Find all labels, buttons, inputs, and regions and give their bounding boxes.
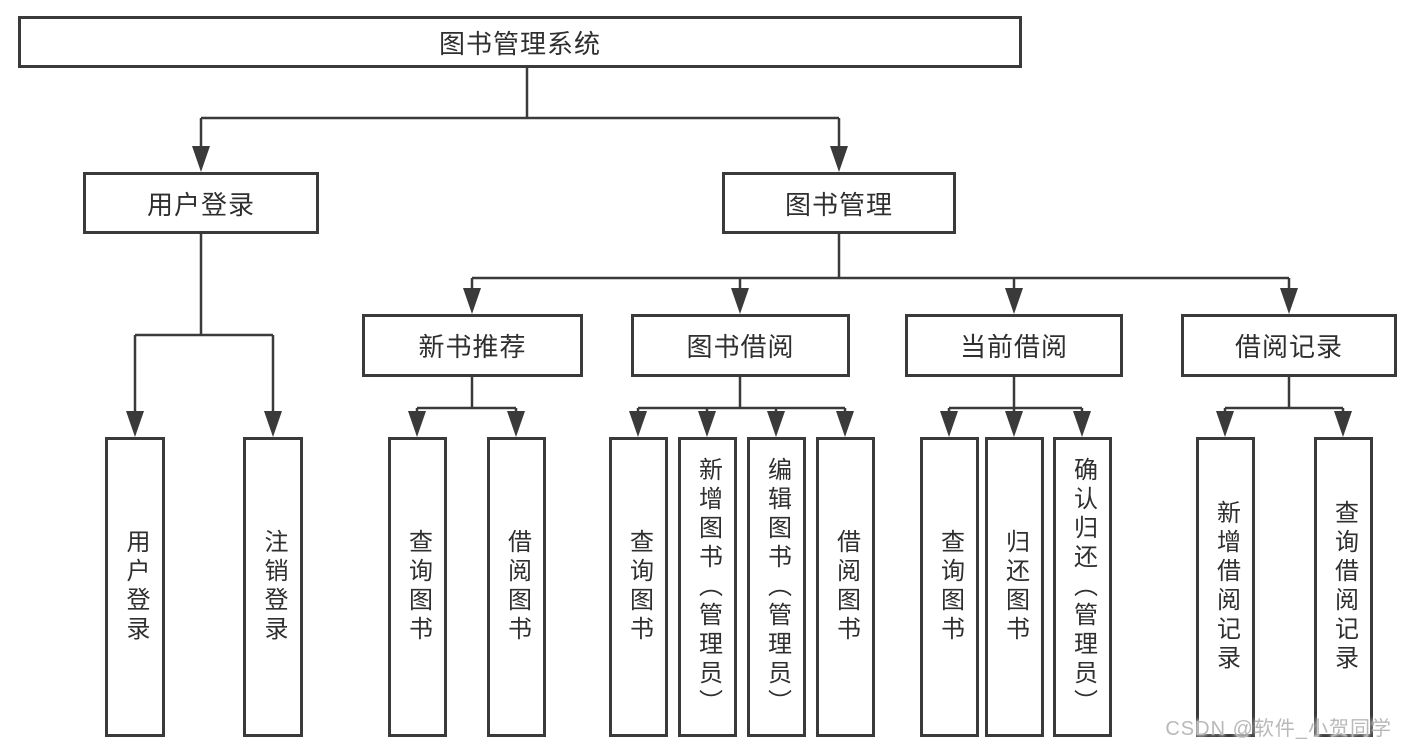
arrowheads (126, 146, 1352, 437)
connector-borrow-record-children (1223, 377, 1345, 420)
node-user-login: 用户登录 (83, 172, 319, 234)
node-book-borrow: 图书借阅 (631, 314, 850, 377)
node-book-management: 图书管理 (722, 172, 956, 234)
node-borrow-record: 借阅记录 (1181, 314, 1397, 377)
leaf-bb-borrow-book: 借阅图书 (816, 437, 875, 737)
connector-user-login-children (133, 234, 275, 420)
node-new-book-recommend: 新书推荐 (362, 314, 583, 377)
leaf-cb-return-book: 归还图书 (985, 437, 1044, 737)
leaf-user-login: 用户登录 (105, 437, 165, 737)
csdn-watermark: CSDN @软件_小贺同学 (1165, 718, 1392, 740)
leaf-cb-query-book: 查询图书 (920, 437, 979, 737)
leaf-nbr-borrow-book: 借阅图书 (487, 437, 546, 737)
leaf-br-add-record: 新增借阅记录 (1196, 437, 1255, 737)
leaf-bb-edit-book: 编辑图书（管理员） (747, 437, 806, 737)
leaf-bb-add-book: 新增图书（管理员） (678, 437, 737, 737)
leaf-bb-query-book: 查询图书 (609, 437, 668, 737)
connector-root-to-level2 (199, 68, 841, 155)
node-current-borrow: 当前借阅 (905, 314, 1123, 377)
leaf-br-query-record: 查询借阅记录 (1314, 437, 1373, 737)
leaf-cb-confirm-return: 确认归还（管理员） (1053, 437, 1112, 737)
connector-book-management-children (470, 234, 1291, 297)
node-root: 图书管理系统 (18, 16, 1022, 68)
leaf-logout: 注销登录 (243, 437, 303, 737)
leaf-nbr-query-book: 查询图书 (388, 437, 447, 737)
connector-new-book-recommend-children (415, 377, 518, 420)
connector-book-borrow-children (636, 377, 847, 420)
